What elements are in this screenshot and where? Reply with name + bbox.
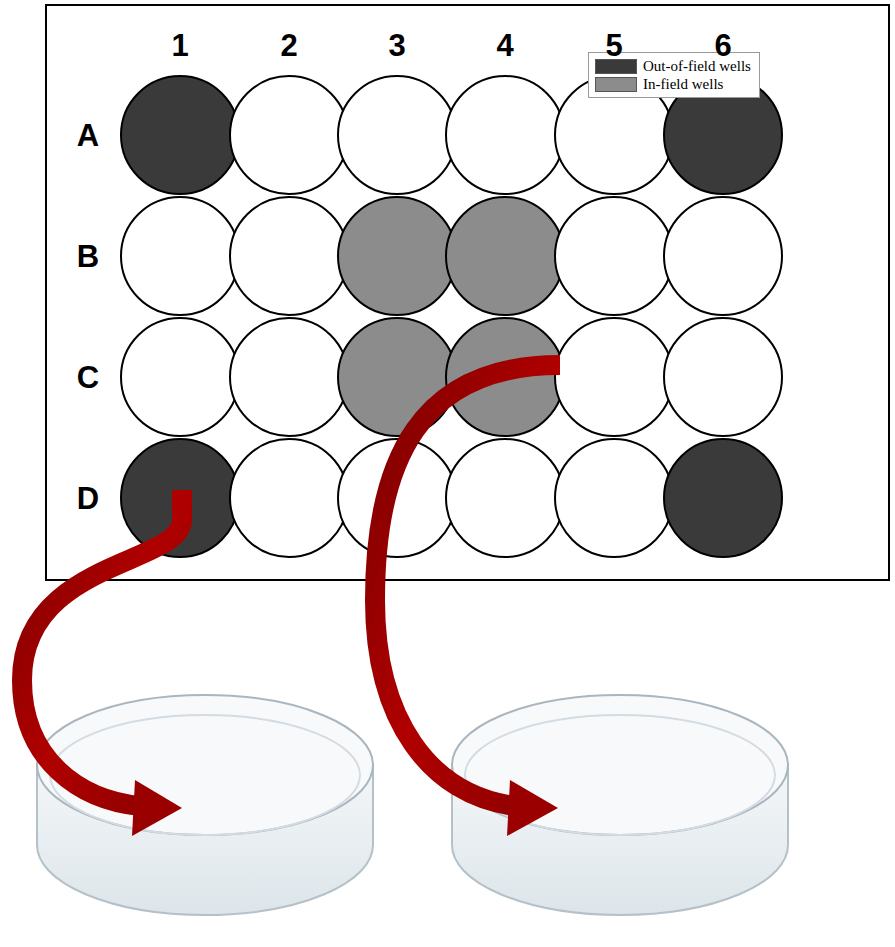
column-number: 6 (714, 30, 731, 61)
transfer-arrow (22, 490, 182, 836)
transfer-arrow (375, 365, 560, 836)
column-number: 1 (171, 30, 188, 61)
legend-row: In-field wells (595, 75, 751, 93)
petri-dish (37, 695, 373, 915)
row-letter: B (77, 241, 99, 272)
wells (121, 76, 782, 557)
legend-text: Out-of-field wells (643, 58, 751, 75)
legend-text: In-field wells (643, 76, 723, 93)
legend-swatch (595, 77, 637, 92)
column-number: 2 (280, 30, 297, 61)
column-number: 4 (496, 30, 513, 61)
row-letter: D (77, 483, 99, 514)
column-number: 3 (388, 30, 405, 61)
row-letter: C (77, 362, 99, 393)
legend-swatch (595, 59, 637, 74)
row-letter: A (77, 120, 99, 151)
column-number: 5 (605, 30, 622, 61)
